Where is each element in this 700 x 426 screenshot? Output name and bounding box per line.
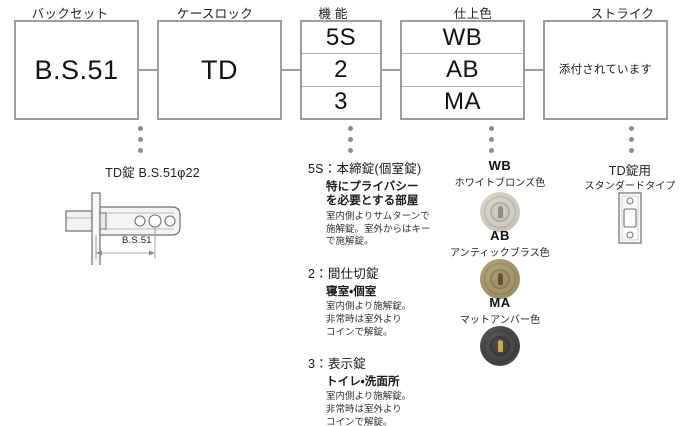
- strike-plate-drawing: [618, 192, 642, 244]
- backset-value: B.S.51: [34, 54, 119, 85]
- function-detail-5s-subtitle: 特にプライバシー を必要とする部屋: [326, 181, 419, 208]
- dots-strike: [629, 126, 634, 153]
- function-detail-5s-title: 5S：本締錠(個室錠): [308, 162, 422, 176]
- function-value-5s: 5S: [325, 23, 357, 51]
- function-detail-3-body: 室内側より施解錠。 非常時は室外より コインで解錠。: [326, 391, 412, 426]
- finish-cell-wb: WB: [402, 22, 523, 55]
- dots-finish: [489, 126, 494, 153]
- finish-cell-ab: AB: [402, 54, 523, 87]
- finish-sample-wb-code: WB: [488, 158, 512, 173]
- connector-finish-strike: [525, 69, 543, 71]
- column-header-function: 機 能: [318, 7, 348, 21]
- column-header-finish: 仕上色: [453, 7, 493, 21]
- function-detail-5s-body: 室内側よりサムターンで 施解錠。室外からはキー で施解錠。: [326, 210, 431, 248]
- backset-detail-title: TD錠 B.S.51φ22: [105, 166, 200, 180]
- latch-hole-right-icon: [164, 215, 176, 227]
- function-detail-2-title: 2：間仕切錠: [308, 267, 379, 281]
- finish-sample-ab-code: AB: [490, 228, 510, 243]
- finish-sample-ma-name: マットアンバー色: [459, 315, 541, 326]
- strike-value: 添付されています: [558, 63, 653, 76]
- spec-box-backset: B.S.51: [14, 20, 139, 120]
- connector-function-finish: [382, 69, 400, 71]
- function-cell-3: 3: [302, 87, 380, 118]
- column-header-caselock: ケースロック: [176, 7, 254, 21]
- connector-backset-caselock: [139, 69, 157, 71]
- function-detail-3-subtitle: トイレ・洗面所: [326, 376, 400, 388]
- function-detail-3: 3：表示錠 トイレ・洗面所 室内側より施解錠。 非常時は室外より コインで解錠。: [308, 353, 443, 426]
- function-detail-2-body: 室内側より施解錠。 非常時は室外より コインで解錠。: [326, 301, 412, 338]
- function-cell-2: 2: [302, 54, 380, 87]
- column-header-backset: バックセット: [31, 7, 109, 21]
- connector-caselock-function: [282, 69, 300, 71]
- finish-sample-wb-name: ホワイトブロンズ色: [454, 178, 546, 189]
- strike-screw-hole-bottom-icon: [626, 231, 634, 239]
- spec-box-finish: WB AB MA: [400, 20, 525, 120]
- latch-hole-center-icon: [148, 214, 162, 228]
- cylinder-knob-ma-icon: [480, 326, 520, 366]
- caselock-value: TD: [201, 54, 238, 85]
- finish-value-ma: MA: [444, 88, 481, 116]
- function-value-3: 3: [334, 88, 348, 116]
- dots-function: [348, 126, 353, 153]
- backset-dimension-label: B.S.51: [122, 235, 152, 246]
- cylinder-knob-wb-icon: [480, 192, 520, 232]
- function-cell-5s: 5S: [302, 22, 380, 55]
- finish-cell-ma: MA: [402, 87, 523, 118]
- latch-hole-left-icon: [134, 215, 146, 227]
- finish-value-ab: AB: [445, 55, 479, 83]
- latch-assembly-drawing: [65, 192, 181, 265]
- spec-box-caselock: TD: [157, 20, 282, 120]
- strike-screw-hole-top-icon: [626, 197, 634, 205]
- function-detail-2: 2：間仕切錠 寝室・個室 室内側より施解錠。 非常時は室外より コインで解錠。: [308, 263, 443, 340]
- latch-bolt-icon: [65, 210, 93, 232]
- function-value-2: 2: [334, 55, 348, 83]
- finish-sample-ab-name: アンティックブラス色: [450, 248, 550, 259]
- finish-sample-ma-code: MA: [489, 295, 511, 310]
- column-header-strike: ストライク: [590, 7, 655, 21]
- strike-opening-icon: [623, 208, 637, 228]
- strike-detail-title: TD錠用: [608, 164, 652, 178]
- cylinder-knob-ab-icon: [480, 259, 520, 299]
- finish-value-wb: WB: [442, 23, 483, 51]
- function-detail-2-subtitle: 寝室・個室: [326, 286, 377, 298]
- function-detail-5s: 5S：本締錠(個室錠) 特にプライバシー を必要とする部屋 室内側よりサムターン…: [308, 158, 443, 249]
- dots-backset: [138, 126, 143, 153]
- function-detail-3-title: 3：表示錠: [308, 357, 366, 371]
- spec-box-function: 5S 2 3: [300, 20, 382, 120]
- spec-box-strike: 添付されています: [543, 20, 668, 120]
- strike-detail-subtitle: スタンダードタイプ: [584, 181, 676, 192]
